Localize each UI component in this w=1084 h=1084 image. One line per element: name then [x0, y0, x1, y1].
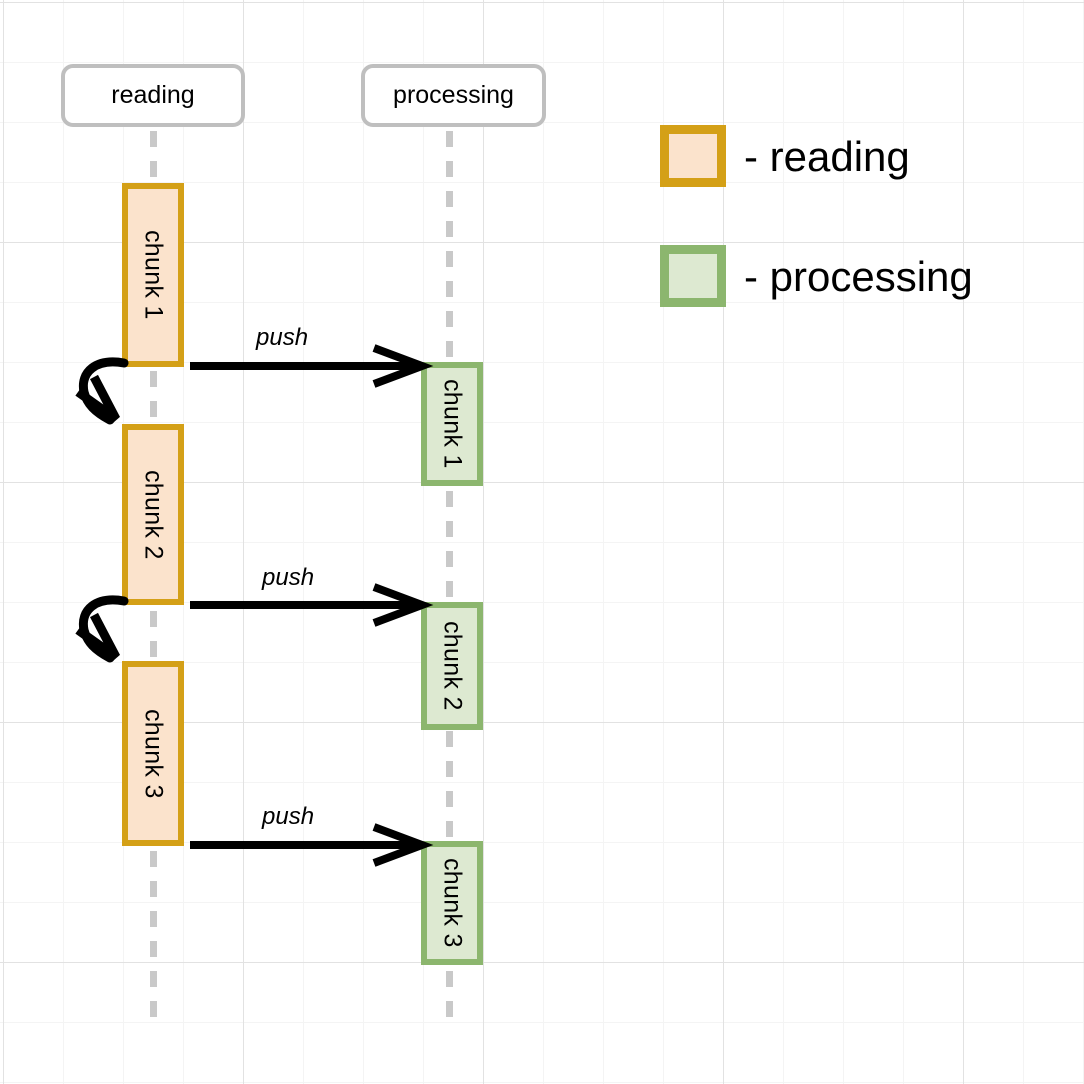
legend-swatch-reading: [660, 125, 726, 187]
participant-label-processing: processing: [393, 81, 514, 109]
self-transition-arrow-1: [75, 357, 129, 425]
message-label-push-3: push: [262, 803, 315, 830]
activation-reading-chunk-2[interactable]: chunk 2: [122, 424, 184, 605]
activation-reading-chunk-1[interactable]: chunk 1: [122, 183, 184, 367]
activation-label: chunk 3: [438, 858, 467, 948]
activation-processing-chunk-3[interactable]: chunk 3: [421, 841, 483, 965]
message-arrow-push-1: [190, 344, 434, 388]
activation-label: chunk 1: [139, 230, 168, 320]
participant-box-processing[interactable]: processing: [361, 64, 546, 127]
self-transition-arrow-2: [75, 595, 129, 663]
activation-reading-chunk-3[interactable]: chunk 3: [122, 661, 184, 846]
participant-label-reading: reading: [111, 81, 195, 109]
lifeline-processing: [446, 131, 453, 1025]
message-label-push-1: push: [256, 324, 309, 351]
legend-label-processing: - processing: [744, 253, 973, 300]
participant-box-reading[interactable]: reading: [61, 64, 245, 127]
activation-label: chunk 1: [438, 379, 467, 469]
legend-label-reading: - reading: [744, 133, 910, 180]
activation-processing-chunk-1[interactable]: chunk 1: [421, 362, 483, 486]
activation-label: chunk 2: [438, 621, 467, 711]
message-arrow-push-3: [190, 823, 434, 867]
activation-label: chunk 2: [139, 469, 168, 560]
legend-swatch-processing: [660, 245, 726, 307]
activation-processing-chunk-2[interactable]: chunk 2: [421, 602, 483, 730]
message-arrow-push-2: [190, 583, 434, 627]
message-label-push-2: push: [262, 564, 315, 591]
activation-label: chunk 3: [139, 708, 168, 799]
